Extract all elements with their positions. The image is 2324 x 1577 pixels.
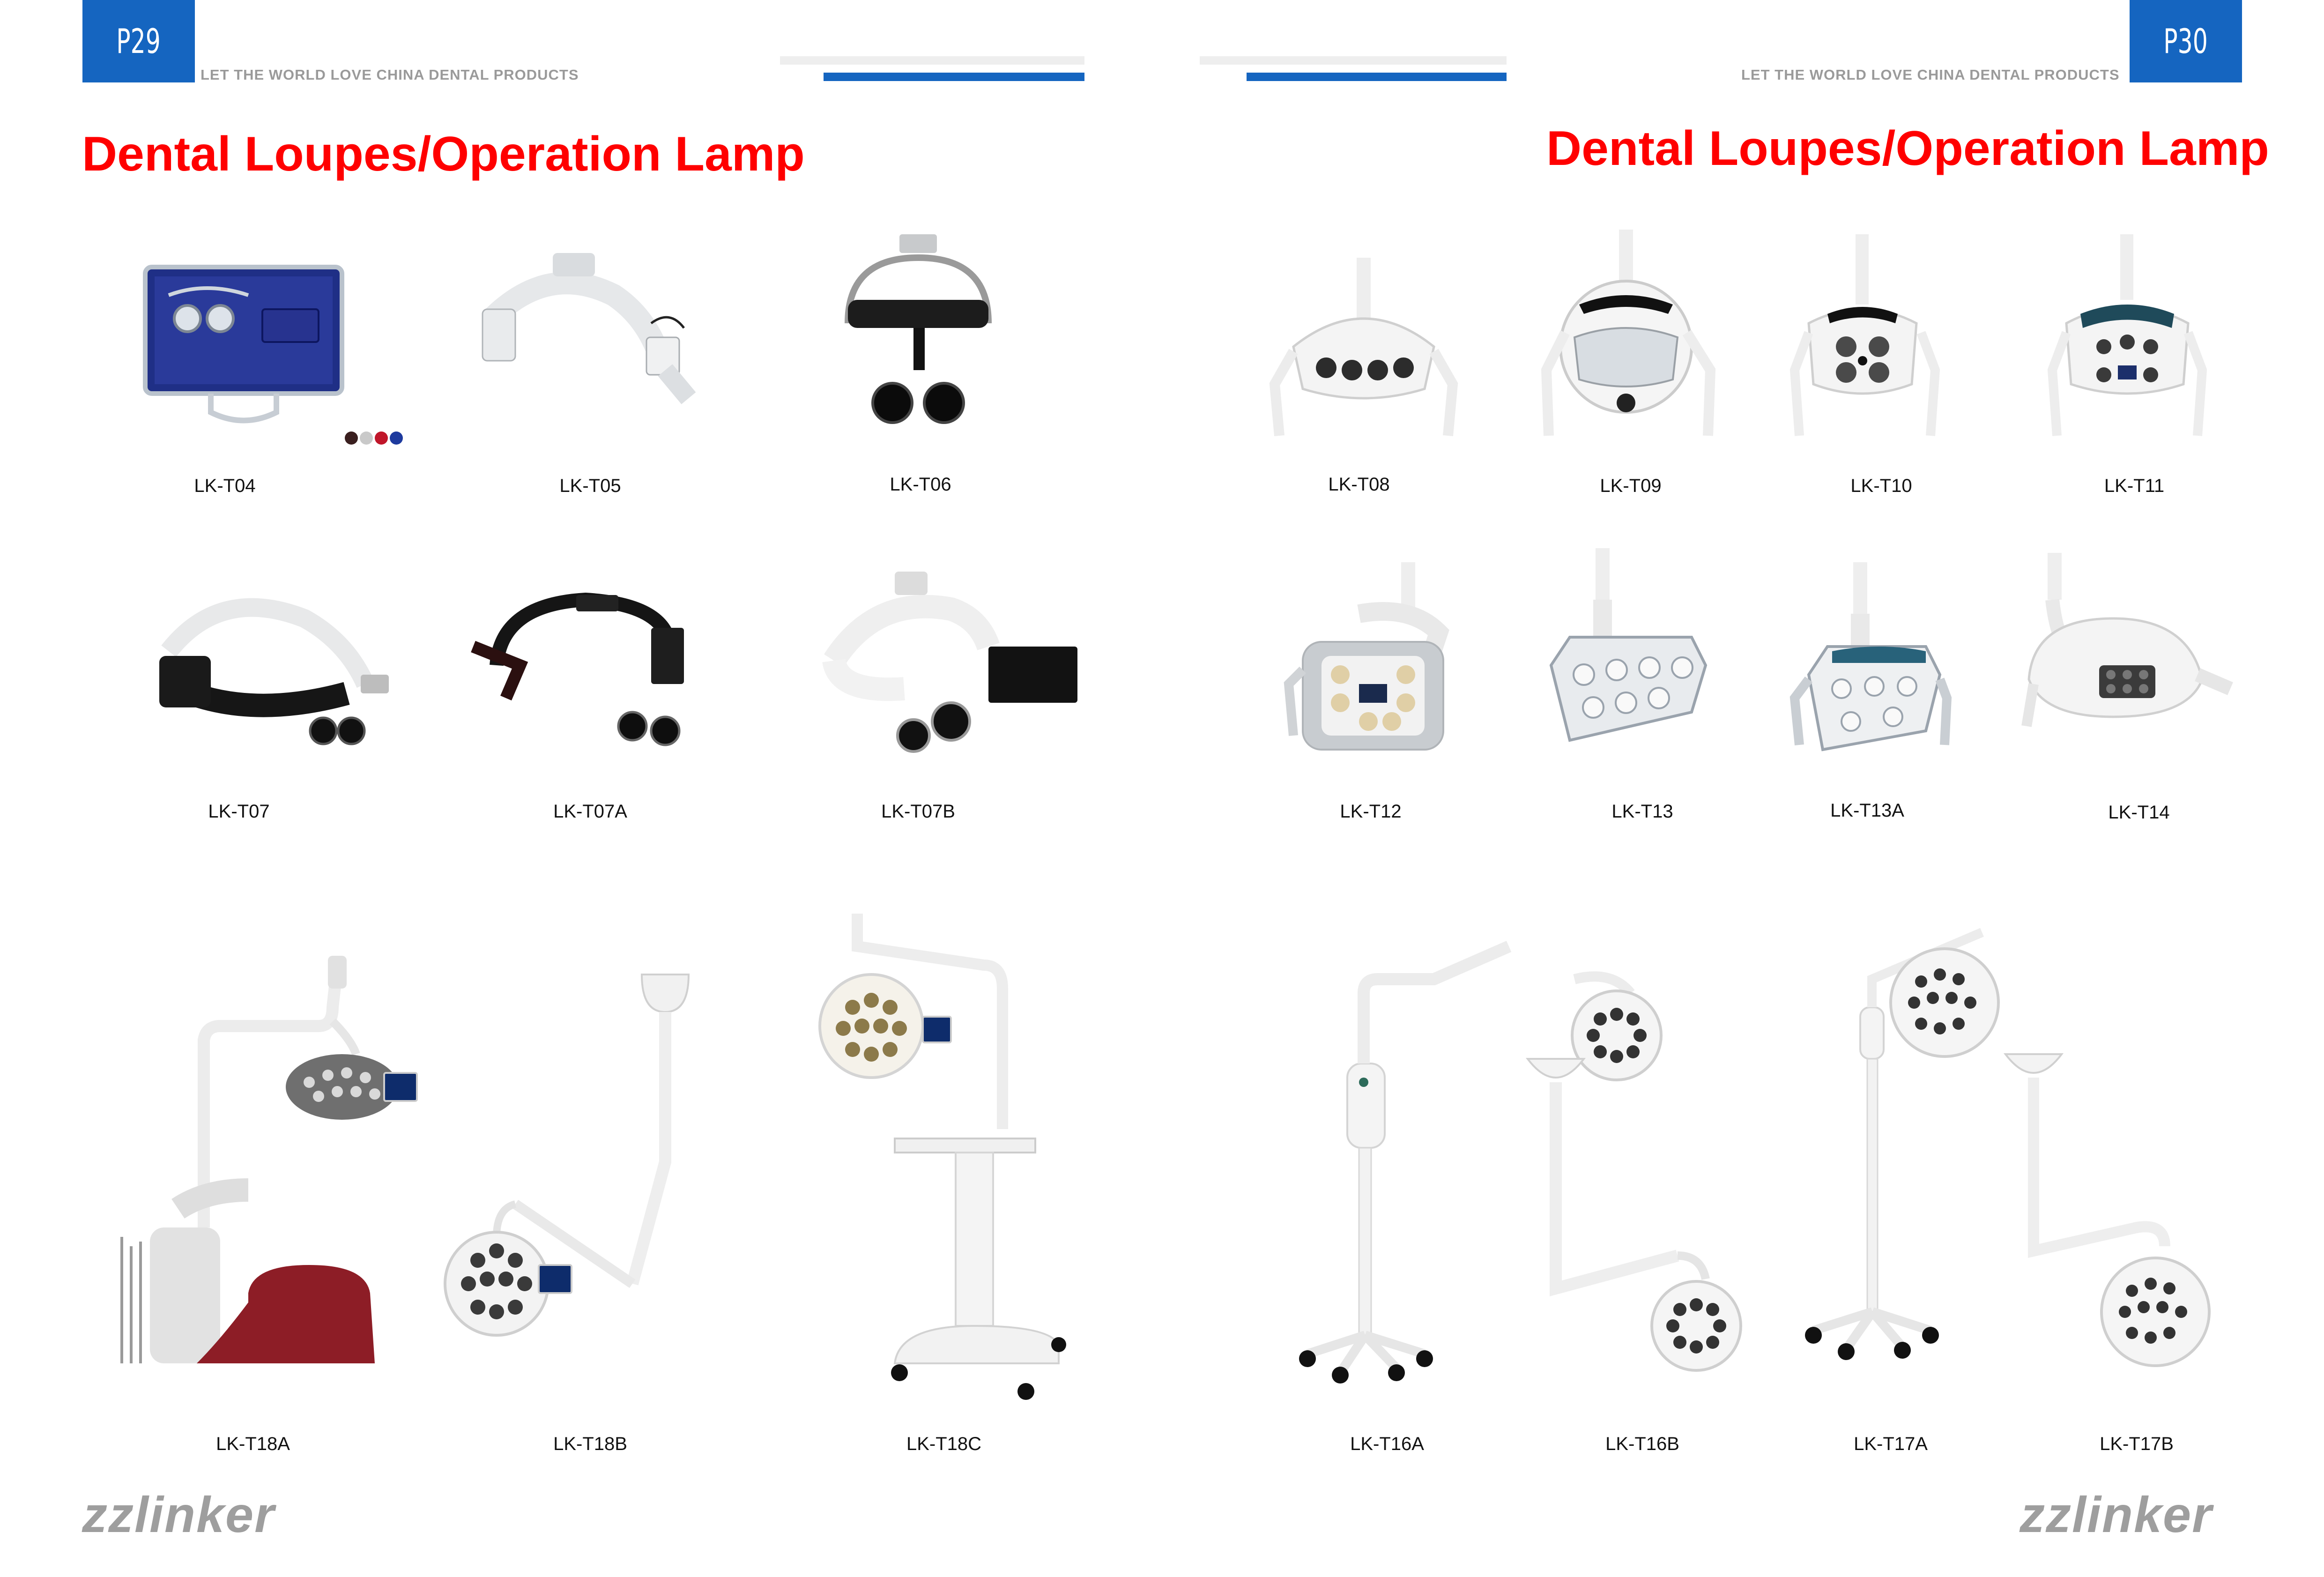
product-label: LK-T18A	[216, 1434, 290, 1454]
header-rule-grey	[1200, 56, 1507, 65]
loupe-case-image	[143, 265, 403, 445]
page-number-tab: P30	[2130, 0, 2242, 82]
brand-logo: zzlinker	[82, 1486, 275, 1543]
product-label: LK-T07B	[881, 801, 955, 822]
page-title: Dental Loupes/Operation Lamp	[82, 127, 805, 181]
dental-lamp-image	[1284, 562, 1449, 751]
product-label: LK-T05	[559, 476, 621, 496]
loupe-headband-image	[471, 592, 684, 746]
header-rule-blue	[824, 73, 1084, 81]
floor-stand-lamp-image	[1805, 928, 2000, 1360]
product-label: LK-T10	[1850, 476, 1912, 496]
product-label: LK-T09	[1600, 476, 1662, 496]
ceiling-lamp-image	[1525, 1058, 1742, 1372]
product-label: LK-T18C	[906, 1434, 982, 1454]
product-label: LK-T07	[208, 801, 270, 822]
product-label: LK-T06	[890, 474, 951, 495]
slogan: LET THE WORLD LOVE CHINA DENTAL PRODUCTS	[1741, 67, 2120, 83]
page-number: P29	[116, 22, 161, 61]
floor-stand-lamp-image	[1299, 941, 1512, 1384]
ceiling-lamp-image	[2003, 1053, 2211, 1367]
brand-logo: zzlinker	[2020, 1486, 2213, 1543]
headlight-image	[482, 253, 696, 404]
product-label: LK-T11	[2104, 476, 2165, 496]
product-label: LK-T13A	[1830, 800, 1904, 821]
right-page: P30 LET THE WORLD LOVE CHINA DENTAL PROD…	[1162, 0, 2324, 1577]
product-label: LK-T16B	[1605, 1434, 1679, 1454]
product-label: LK-T18B	[553, 1434, 627, 1454]
product-label: LK-T16A	[1350, 1434, 1424, 1454]
ceiling-lamp-image	[444, 974, 690, 1337]
product-label: LK-T08	[1328, 474, 1390, 495]
dental-lamp-image	[1541, 230, 1716, 436]
product-label: LK-T07A	[553, 801, 627, 822]
loupe-headband-image	[845, 234, 992, 424]
dental-lamp-image	[1549, 548, 1708, 742]
dental-lamp-image	[120, 956, 418, 1363]
dental-lamp-image	[1269, 258, 1458, 436]
header-rule-grey	[780, 56, 1084, 65]
header-rule-blue	[1247, 73, 1507, 81]
product-label: LK-T04	[194, 476, 256, 496]
headlight-image	[822, 572, 1077, 753]
dental-lamp-image	[2021, 553, 2233, 727]
slogan: LET THE WORLD LOVE CHINA DENTAL PRODUCTS	[200, 67, 579, 83]
product-label: LK-T17A	[1854, 1434, 1928, 1454]
dental-lamp-image	[1789, 234, 1940, 436]
floor-stand-lamp-image	[818, 914, 1066, 1400]
product-label: LK-T12	[1340, 801, 1402, 822]
product-label: LK-T17B	[2100, 1434, 2174, 1454]
lamp-head-image	[1571, 971, 1663, 1081]
product-label: LK-T13	[1611, 801, 1673, 822]
product-label: LK-T14	[2108, 802, 2170, 823]
dental-lamp-image	[2047, 234, 2207, 436]
page-number-tab: P29	[82, 0, 195, 82]
page-number: P30	[2163, 22, 2208, 61]
page-title: Dental Loupes/Operation Lamp	[1546, 121, 2269, 176]
left-page: P29 LET THE WORLD LOVE CHINA DENTAL PROD…	[82, 0, 1084, 1543]
dental-lamp-image	[1789, 562, 1952, 751]
headlight-image	[159, 598, 389, 745]
